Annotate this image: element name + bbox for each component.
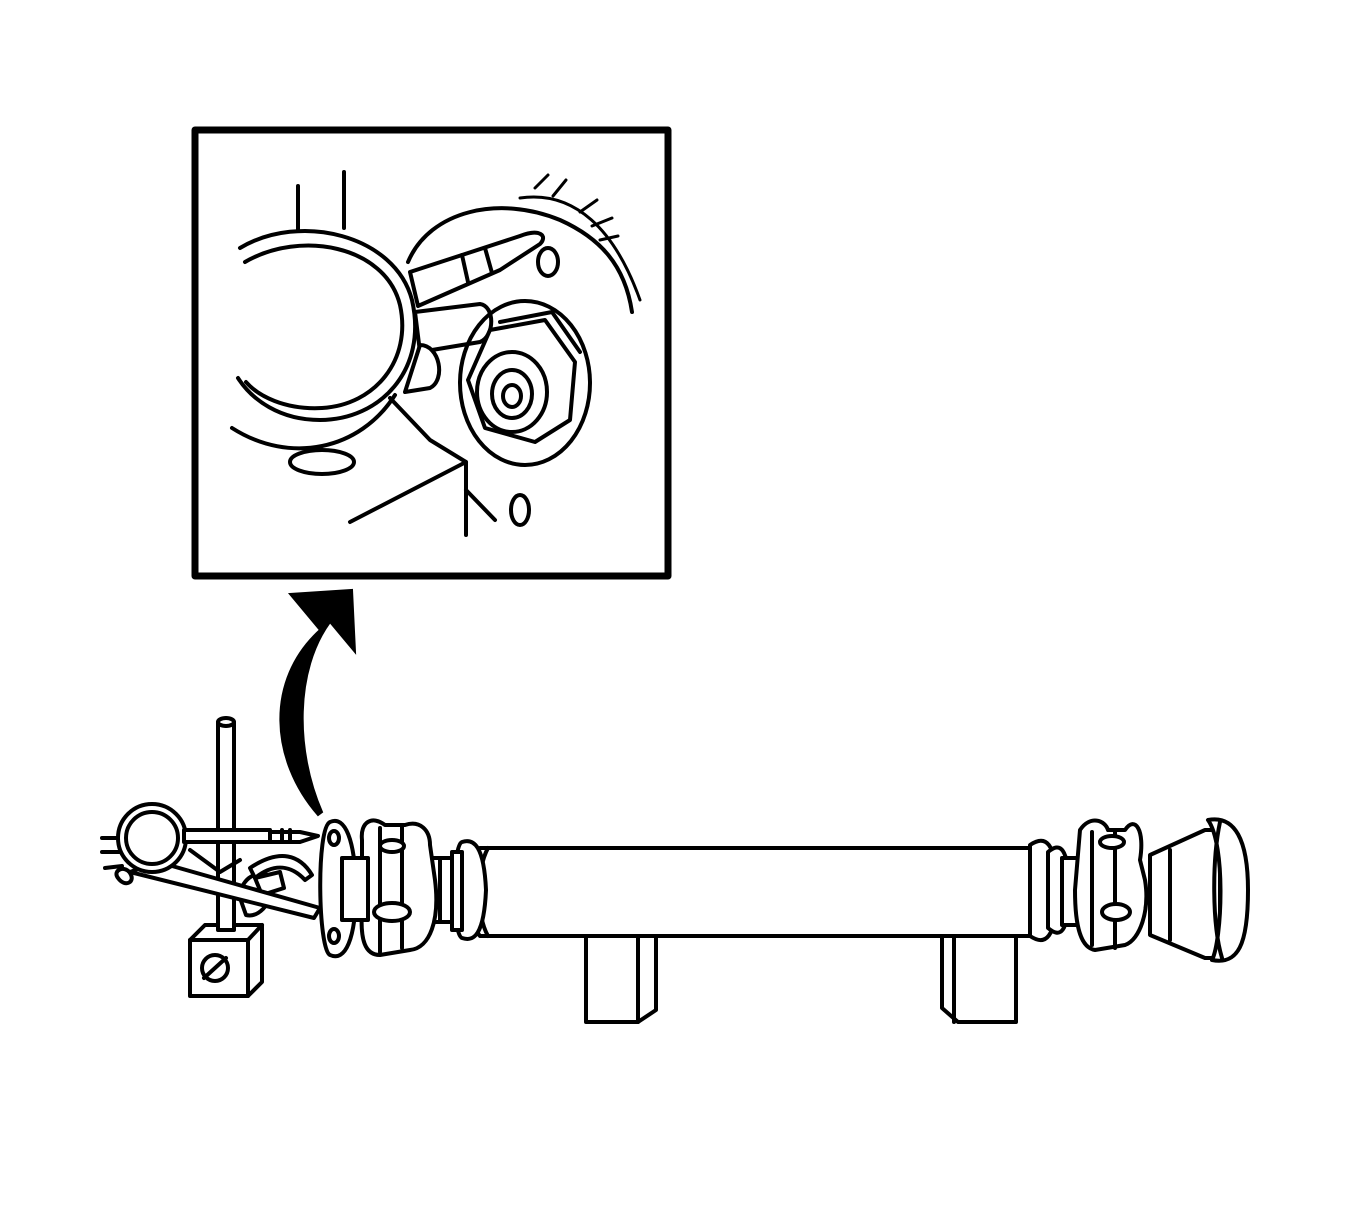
- magnetic-base-icon: [128, 716, 322, 998]
- callout-arrow-icon: [279, 588, 357, 817]
- dial-indicator-icon: [100, 802, 320, 886]
- detail-inset-icon: [191, 126, 672, 580]
- propeller-shaft: [318, 817, 1250, 963]
